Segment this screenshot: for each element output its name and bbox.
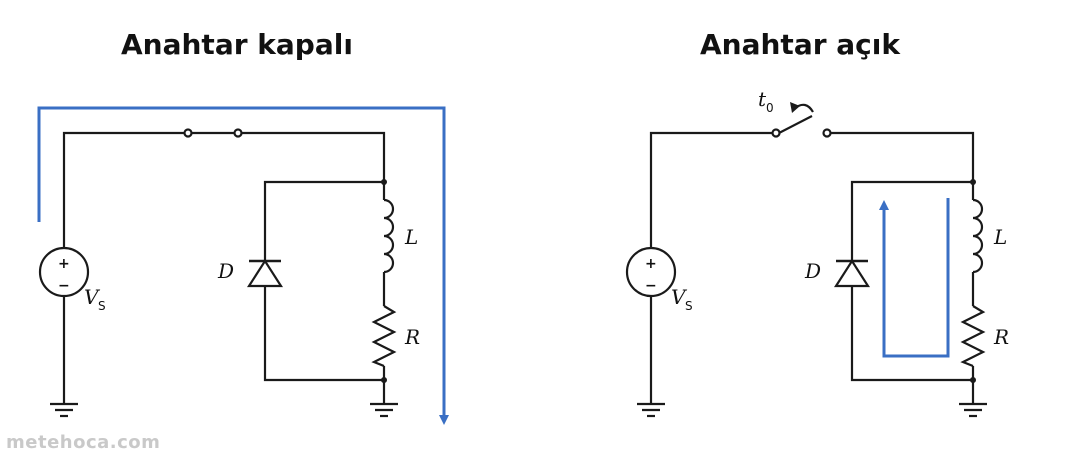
label-source-open: V: [671, 285, 688, 309]
node-top: [381, 179, 387, 185]
wire-top-left-open: [649, 131, 773, 248]
switch-open-terminal-left: [771, 128, 781, 138]
label-source-sub-open: S: [685, 299, 693, 313]
inductor-coil-open: [972, 198, 984, 274]
label-inductor-open: L: [993, 225, 1007, 249]
label-diode-closed: D: [217, 259, 234, 283]
source-plus-open: +: [645, 256, 657, 272]
watermark: metehoca.com: [6, 432, 161, 453]
inductor-coil: [383, 198, 395, 274]
wire-top-right: [242, 131, 386, 182]
label-resistor-open: R: [993, 325, 1009, 349]
wire-top-right-open: [830, 131, 975, 182]
resistor-zigzag-open: [960, 305, 986, 368]
circuit-closed: [38, 128, 398, 418]
title-switch-open: Anahtar açık: [700, 28, 900, 61]
label-time-sub: 0: [766, 101, 774, 115]
switch-closed-terminal-left: [183, 128, 193, 138]
label-resistor-closed: R: [404, 325, 420, 349]
node-bottom: [381, 377, 387, 383]
diode-closed: [246, 258, 284, 288]
switch-open-terminal-right: [822, 128, 832, 138]
title-switch-closed: Anahtar kapalı: [121, 28, 353, 61]
label-source-sub-closed: S: [98, 299, 106, 313]
wire-diode-branch: [263, 180, 384, 382]
resistor-zigzag: [371, 305, 397, 368]
label-inductor-closed: L: [404, 225, 418, 249]
current-path-open: [879, 198, 950, 358]
wire-top-left: [62, 131, 185, 248]
switch-closed-terminal-right: [233, 128, 243, 138]
label-time: t: [758, 87, 767, 111]
label-source-closed: V: [84, 285, 101, 309]
switch-open-blade: [778, 115, 813, 134]
wire-diode-branch-open: [850, 180, 973, 382]
source-plus-closed: +: [58, 256, 70, 272]
label-diode-open: D: [804, 259, 821, 283]
diode-open: [833, 258, 871, 288]
source-minus-open: −: [645, 278, 657, 294]
node-top-open: [970, 179, 976, 185]
switch-open-arrowhead: [790, 102, 800, 113]
source-minus-closed: −: [58, 278, 70, 294]
current-path-closed: [37, 106, 449, 425]
node-bottom-open: [970, 377, 976, 383]
